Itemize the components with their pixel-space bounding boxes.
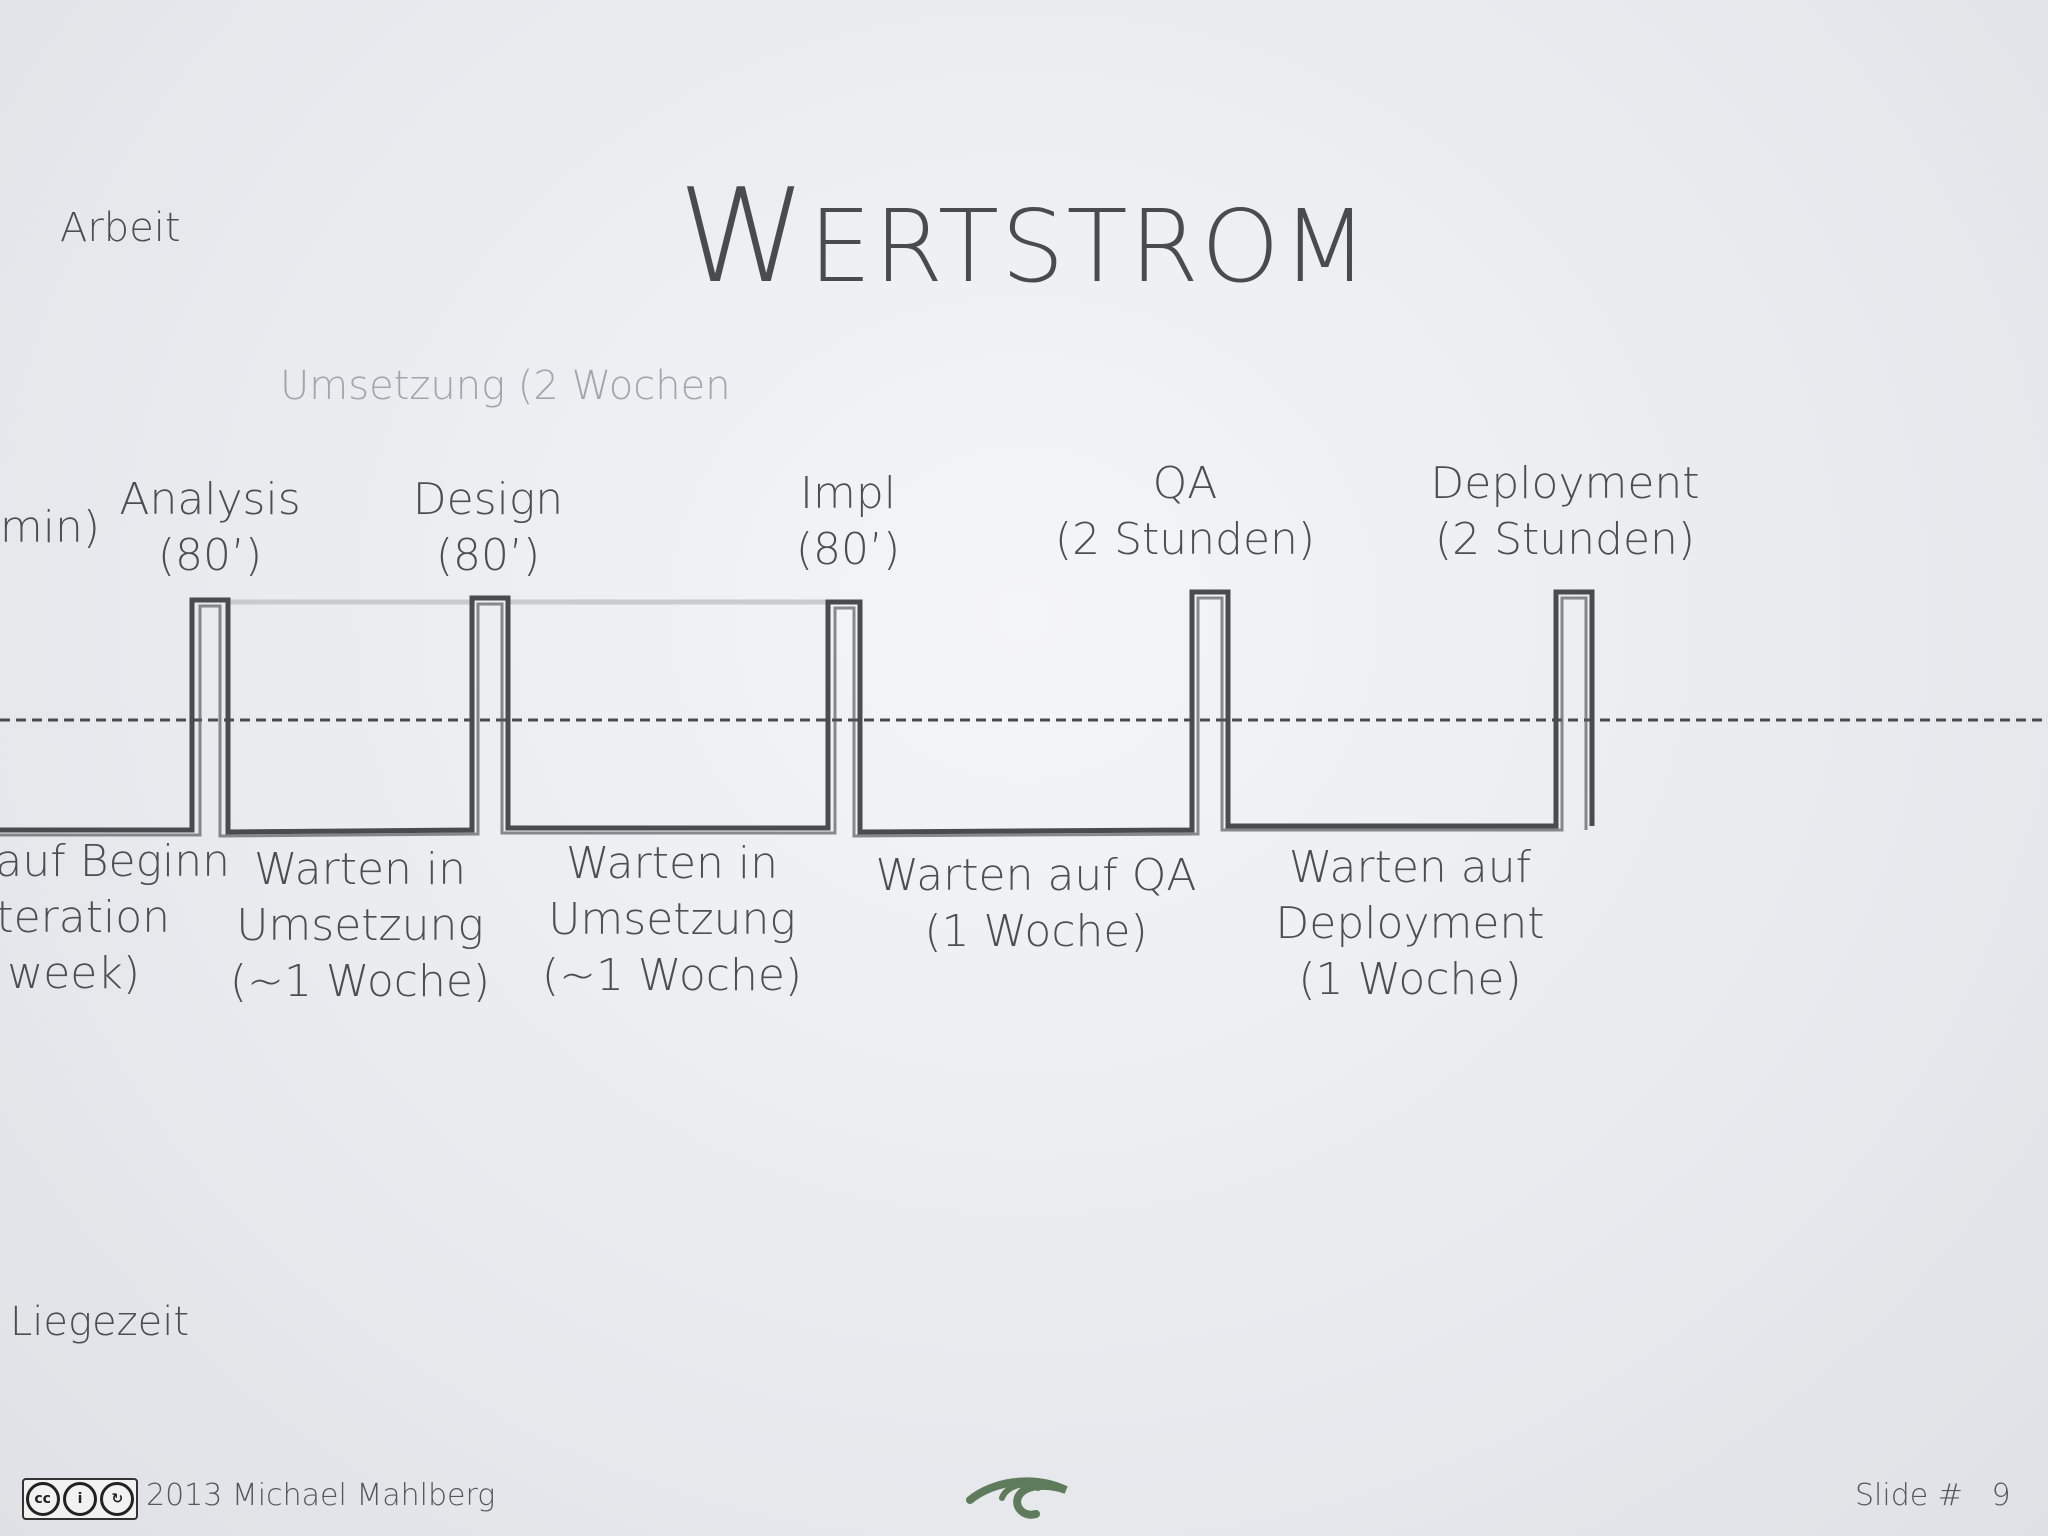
- cc-by-sa-icon: cc i ↻: [22, 1478, 138, 1520]
- step-qa-name: QA: [1152, 458, 1218, 509]
- value-stream-line: [0, 589, 1595, 835]
- step-analysis-name: Analysis: [119, 474, 301, 525]
- slide-number-label: Slide # 9: [1855, 1478, 2011, 1513]
- step-label-qa: QA (2 Stunden): [1035, 456, 1335, 568]
- slide-label: Slide #: [1855, 1478, 1963, 1513]
- label-liegezeit: Liegezeit: [10, 1299, 190, 1345]
- step-label-0: 0min): [0, 500, 100, 556]
- step-design-duration: (80’): [435, 530, 541, 581]
- wait-1-line1: Warten in: [253, 844, 467, 895]
- step-label-analysis: Analysis (80’): [110, 472, 310, 584]
- wait-1-line3: (~1 Woche): [229, 956, 491, 1007]
- by-icon: i: [62, 1482, 97, 1516]
- wait-4-line3: (1 Woche): [1298, 954, 1522, 1005]
- wait-2-line1: Warten in: [565, 838, 779, 889]
- label-umsetzung: Umsetzung (2 Wochen: [280, 363, 731, 409]
- wait-label-4: Warten auf Deployment (1 Woche): [1270, 840, 1550, 1008]
- footer-copyright: 2013 Michael Mahlberg: [146, 1478, 496, 1513]
- step-0-line2: 0min): [0, 502, 100, 553]
- step-label-impl: Impl (80’): [748, 466, 948, 578]
- step-label-deployment: Deployment (2 Stunden): [1415, 456, 1715, 568]
- slide-title: WERTSTROM: [0, 160, 2048, 312]
- wait-label-1: Warten in Umsetzung (~1 Woche): [220, 842, 500, 1010]
- slide-number: 9: [1991, 1478, 2011, 1513]
- step-impl-name: Impl: [800, 468, 896, 519]
- step-deployment-name: Deployment: [1430, 458, 1700, 509]
- wait-0-line1: n auf Beginn: [0, 836, 230, 887]
- cc-icon: cc: [25, 1482, 60, 1516]
- step-analysis-duration: (80’): [157, 530, 263, 581]
- step-label-design: Design (80’): [388, 472, 588, 584]
- wait-4-line2: Deployment: [1275, 898, 1545, 949]
- wait-label-2: Warten in Umsetzung (~1 Woche): [532, 836, 812, 1004]
- step-impl-duration: (80’): [795, 524, 901, 575]
- value-stream-line-shadow: [0, 596, 1588, 838]
- label-arbeit: Arbeit: [60, 205, 181, 251]
- wait-label-0: n auf Beginn Iteration week): [0, 834, 230, 1002]
- wait-3-line2: (1 Woche): [924, 906, 1148, 957]
- title-rest: ERTSTROM: [808, 188, 1371, 305]
- wait-1-line2: Umsetzung: [236, 900, 484, 951]
- wait-3-line1: Warten auf QA: [875, 850, 1197, 901]
- step-deployment-duration: (2 Stunden): [1434, 514, 1696, 565]
- wait-0-line3: week): [7, 948, 140, 999]
- step-design-name: Design: [412, 474, 564, 525]
- wait-4-line1: Warten auf: [1288, 842, 1532, 893]
- swirl-logo-icon: [962, 1464, 1086, 1524]
- wait-label-3: Warten auf QA (1 Woche): [866, 848, 1206, 960]
- sa-icon: ↻: [100, 1482, 135, 1516]
- title-first-letter: W: [677, 160, 809, 312]
- wait-0-line2: Iteration: [0, 892, 170, 943]
- wait-2-line3: (~1 Woche): [541, 950, 803, 1001]
- wait-2-line2: Umsetzung: [548, 894, 796, 945]
- step-qa-duration: (2 Stunden): [1054, 514, 1316, 565]
